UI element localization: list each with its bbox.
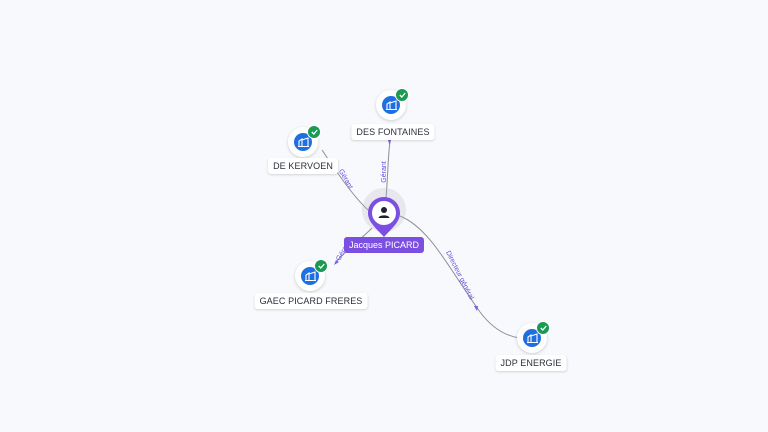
edge-label-de-kervoen: Gérant <box>337 168 354 190</box>
arrow-des-fontaines <box>388 140 391 145</box>
edge-label-des-fontaines: Gérant <box>381 161 388 182</box>
edge-label-jdp-energie: Directeur général <box>444 250 475 301</box>
edge-des-fontaines <box>385 141 391 199</box>
edge-jdp-energie <box>399 215 521 339</box>
arrow-gaec-picard <box>334 260 339 265</box>
verified-check-icon <box>536 321 550 335</box>
person-icon <box>378 207 390 218</box>
company-node-jdp-energie[interactable] <box>517 321 550 353</box>
verified-check-icon <box>307 125 321 139</box>
verified-check-icon <box>314 259 328 273</box>
person-node-pin[interactable] <box>367 196 401 238</box>
company-label-des-fontaines[interactable]: DES FONTAINES <box>351 124 435 140</box>
company-label-gaec-picard-freres[interactable]: GAEC PICARD FRERES <box>254 293 368 309</box>
company-building-icon <box>382 96 400 114</box>
company-label-de-kervoen[interactable]: DE KERVOEN <box>268 158 338 174</box>
arrow-jdp-energie <box>474 306 478 311</box>
company-building-icon <box>523 329 541 347</box>
company-label-jdp-energie[interactable]: JDP ENERGIE <box>495 355 567 371</box>
company-node-gaec-picard-freres[interactable] <box>295 259 328 291</box>
company-building-icon <box>294 133 312 151</box>
company-node-de-kervoen[interactable] <box>288 125 321 157</box>
person-label[interactable]: Jacques PICARD <box>343 237 425 253</box>
edge-de-kervoen <box>321 149 369 211</box>
verified-check-icon <box>395 88 409 102</box>
company-building-icon <box>301 267 319 285</box>
company-node-des-fontaines[interactable] <box>376 88 409 120</box>
